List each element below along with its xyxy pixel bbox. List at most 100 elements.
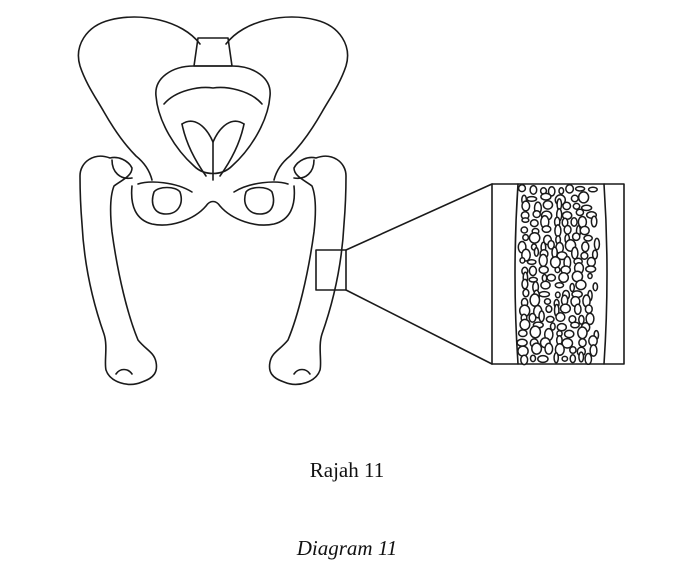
left-femur-condyle [115, 368, 133, 375]
pore [570, 194, 579, 203]
pore [574, 185, 586, 192]
pore [575, 279, 587, 291]
pore [529, 219, 539, 228]
pore [584, 304, 593, 314]
pore [521, 217, 530, 224]
magnified-frame [491, 183, 625, 365]
pore [578, 351, 585, 363]
pore [528, 312, 537, 323]
pore [558, 187, 565, 195]
pore [593, 237, 601, 251]
pore [570, 321, 580, 329]
pore [580, 204, 593, 212]
pore [554, 291, 561, 299]
pore [590, 215, 598, 228]
left-femur-neck [111, 159, 133, 180]
pore [563, 224, 572, 235]
left-ischium [137, 181, 193, 193]
pelvic-inlet-inner [163, 86, 263, 105]
pore [547, 239, 555, 250]
pore [570, 246, 579, 260]
pelvis [77, 16, 349, 226]
sacrum-center [181, 120, 245, 143]
pore [578, 337, 587, 348]
pore [556, 251, 568, 261]
pore [540, 192, 552, 201]
compact-bone-right-edge [603, 183, 608, 365]
pore [580, 251, 589, 260]
left-iliac-wing [77, 16, 201, 181]
pore [528, 231, 541, 244]
pore [517, 329, 528, 338]
pore [533, 247, 540, 257]
pore [549, 256, 561, 269]
pore [549, 322, 556, 331]
pore [522, 288, 530, 298]
right-femur-condyle [293, 368, 311, 375]
pore [540, 280, 551, 290]
left-femur-outline [79, 155, 158, 386]
right-femur-neck [293, 159, 315, 180]
zoom-indicator [315, 183, 493, 365]
pore [556, 322, 568, 332]
pore [541, 225, 552, 234]
pore [589, 344, 598, 357]
pore [586, 256, 597, 268]
pore [544, 342, 554, 355]
pore [587, 272, 593, 280]
pore [528, 265, 538, 277]
pore [542, 199, 554, 210]
pore [573, 303, 582, 316]
pore [585, 265, 597, 273]
pore [531, 342, 543, 355]
zoom-line-bottom [345, 289, 493, 365]
sacrum-top [193, 37, 233, 67]
right-iliac-wing [225, 16, 349, 181]
pore [565, 184, 575, 194]
right-femur-outline [268, 155, 347, 386]
sacrum-left-edge [181, 123, 207, 177]
caption-malay: Rajah 11 [309, 458, 385, 482]
pubic-rim [130, 185, 296, 226]
pore [547, 185, 556, 197]
pelvis-femur-diagram [77, 16, 625, 386]
pore [517, 345, 529, 357]
pore [577, 191, 590, 204]
pore [579, 225, 590, 236]
pore [577, 326, 588, 340]
pore [554, 266, 561, 274]
pore [554, 342, 565, 357]
right-obturator-foramen [244, 186, 275, 215]
pore [559, 303, 572, 314]
pore [571, 232, 581, 242]
pore [554, 281, 565, 289]
pore [520, 354, 529, 366]
right-ischium [233, 181, 289, 193]
compact-bone-left-edge [514, 183, 519, 365]
pore [546, 273, 557, 282]
magnified-bone-section [491, 183, 625, 366]
pore [587, 186, 598, 193]
left-obturator-foramen [151, 186, 182, 215]
pore [538, 265, 549, 275]
pore [558, 271, 570, 284]
pore [569, 345, 577, 355]
pore [584, 352, 593, 366]
pore [569, 354, 577, 364]
pore [537, 354, 549, 364]
pore [570, 217, 578, 227]
pore [581, 241, 590, 253]
pore [583, 234, 593, 242]
pore [526, 258, 537, 266]
pore [562, 201, 572, 211]
zoom-line-top [345, 183, 493, 251]
pore [585, 312, 595, 326]
pore [521, 200, 531, 212]
pore [538, 310, 545, 323]
pore [563, 329, 575, 339]
pore [545, 304, 553, 314]
pore [529, 325, 542, 339]
pore [521, 278, 529, 290]
pore [572, 202, 581, 210]
pore [529, 293, 541, 307]
